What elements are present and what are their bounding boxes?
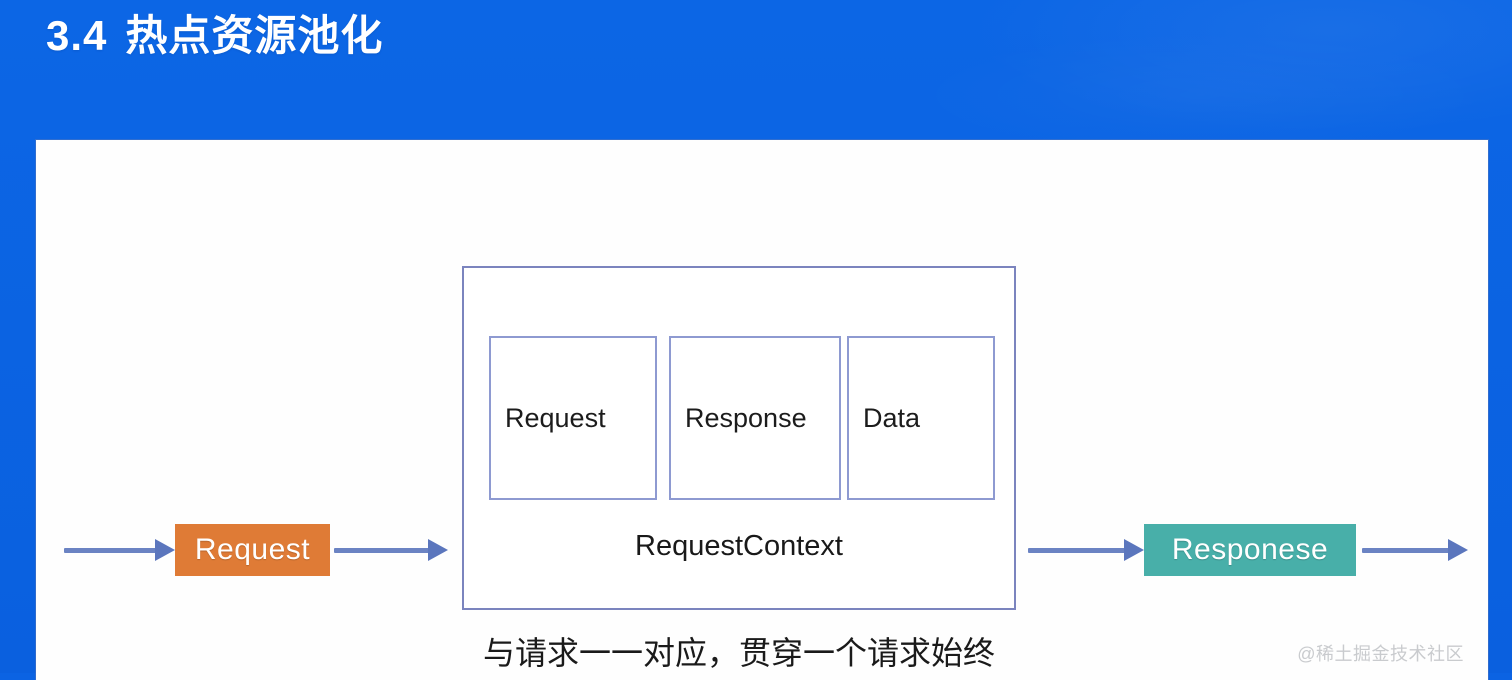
arrow-head xyxy=(155,539,175,561)
arrow-shaft xyxy=(64,548,159,553)
request-context-container: Request Response Data RequestContext xyxy=(462,266,1016,610)
arrow-shaft xyxy=(334,548,432,553)
slide-title-text: 热点资源池化 xyxy=(125,12,384,59)
inbound-arrow xyxy=(64,539,175,561)
arrow-shaft xyxy=(1028,548,1128,553)
diagram-caption: 与请求一一对应，贯穿一个请求始终 xyxy=(482,635,995,671)
watermark: @稀土掘金技术社区 xyxy=(1297,644,1464,664)
arrow-shaft xyxy=(1362,548,1452,553)
request-to-context-arrow xyxy=(334,539,448,561)
response-chip[interactable]: Responese xyxy=(1144,524,1356,576)
response-chip-label: Responese xyxy=(1171,533,1329,566)
arrow-head xyxy=(1124,539,1144,561)
context-item-data-label: Data xyxy=(863,402,921,433)
slide-number: 3.4 xyxy=(46,12,108,59)
context-item-response-label: Response xyxy=(685,402,807,433)
content-panel: Request Request Response Data RequestCon… xyxy=(36,140,1488,680)
request-chip-label: Request xyxy=(194,533,311,566)
outbound-arrow xyxy=(1362,539,1468,561)
request-context-label: RequestContext xyxy=(635,530,843,562)
context-item-request[interactable]: Request xyxy=(489,336,657,500)
request-chip[interactable]: Request xyxy=(175,524,330,576)
page-title: 3.4 热点资源池化 xyxy=(46,6,383,66)
arrow-head xyxy=(428,539,448,561)
arrow-head xyxy=(1448,539,1468,561)
context-item-data[interactable]: Data xyxy=(847,336,995,500)
context-item-request-label: Request xyxy=(505,402,606,433)
context-item-response[interactable]: Response xyxy=(669,336,841,500)
context-to-response-arrow xyxy=(1028,539,1144,561)
